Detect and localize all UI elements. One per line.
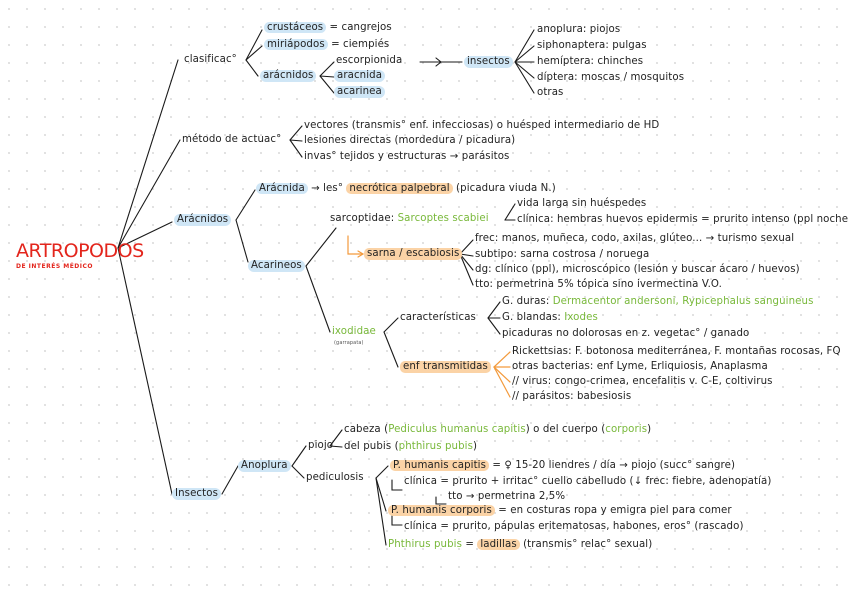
aracnidos-class: arácnidos [260,70,317,82]
corporis-item: P. humanis corporis = en costuras ropa y… [388,505,732,517]
g-duras-species: Dermacentor andersoni, Rypicephalus sang… [552,296,814,307]
necrotica-highlight: necrótica palpebral [346,183,453,194]
crustaceos-name: crustáceos [264,22,327,33]
crustaceos-item: crustáceos = cangrejos [264,22,392,34]
aracnida-item: Arácnida → les° necrótica palpebral (pic… [256,183,556,195]
insectos-label: Insectos [172,488,221,500]
insect-order-2: siphonaptera: pulgas [537,40,647,51]
piojo-pubis: del pubis (phthirus pubis) [344,441,477,453]
aracnidos-label: Arácnidos [174,214,232,226]
pubis-eq: = [462,539,478,550]
ixodidae-label: ixodidae [332,326,376,337]
acarineos-label: Acarineos [248,260,305,272]
sarcoptes-species: Sarcoptes scabiei [397,213,489,224]
sarcoptidae-vida: vida larga sin huéspedes [517,198,647,209]
enf-item-3: // virus: congo-crimea, encefalitis v. C… [512,376,773,387]
insect-order-3: hemíptera: chinches [537,56,644,67]
ladillas-highlight: ladillas [477,539,520,550]
enf-item-1: Rickettsias: F. botonosa mediterránea, F… [512,346,841,357]
piojo-label: piojo [308,440,334,451]
capitis-clinica: clínica = prurito + irritac° cuello cabe… [404,476,772,487]
sarna-item-3: dg: clínico (ppl), microscópico (lesión … [475,264,800,275]
escorpionida: escorpionida [336,55,403,66]
corporis-clinica: clínica = prurito, pápulas eritematosas,… [404,521,744,532]
corporis-rest: = en costuras ropa y emigra piel para co… [494,505,732,516]
metodo-item-2: lesiones directas (mordedura / picadura) [304,135,516,146]
sarcoptidae-item: sarcoptidae: Sarcoptes scabiei [330,213,489,225]
sarcoptidae-label: sarcoptidae: [330,213,398,224]
pubis-rest: (transmis° relac° sexual) [519,539,653,550]
g-duras-label: G. duras: [502,296,553,307]
sarna-label: sarna / escabiosis [364,248,463,260]
sarna-item-1: frec: manos, muñeca, codo, axilas, glúte… [475,233,795,244]
pubis-item: Phthirus pubis = ladillas (transmis° rel… [388,539,652,551]
aracnida-name: Arácnida [256,183,308,194]
g-blandas-label: G. blandas: [502,312,565,323]
sarna-item-2: subtipo: sarna costrosa / noruega [475,249,650,260]
phthirus-species: phthirus pubis [398,441,473,452]
cabeza-mid: ) o del cuerpo ( [525,424,606,435]
enf-item-2: otras bacterias: enf Lyme, Erliquiosis, … [512,361,768,372]
sarna-item-4: tto: permetrina 5% tópica sino ivermecti… [475,279,722,290]
title-sub: DE INTERÉS MÉDICO [16,263,94,270]
metodo-item-1: vectores (transmis° enf. infecciosas) o … [304,120,660,131]
capitis-item: P. humanis capitis = ♀ 15-20 liendres / … [390,460,735,472]
pubis-pre: del pubis ( [344,441,399,452]
metodo-label: método de actuac° [182,134,282,145]
crustaceos-rest: = cangrejos [326,22,392,33]
aracnida-rest: (picadura viuda N.) [452,183,556,194]
miriapodos-name: miriápodos [264,39,328,50]
pediculosis-label: pediculosis [306,472,364,483]
insectos-class: insectos [464,56,513,68]
caracteristicas-label: características [400,312,476,323]
picaduras-item: picaduras no dolorosas en z. vegetac° / … [502,328,750,339]
corporis-name: P. humanis corporis [388,505,495,516]
piojo-cabeza: cabeza (Pediculus humanus capitis) o del… [344,424,651,436]
capitis-name: P. humanis capitis [390,460,490,471]
insect-order-4: díptera: moscas / mosquitos [537,72,685,83]
capitis-rest: = ♀ 15-20 liendres / día → piojo (succ° … [489,460,736,471]
aracnida-class: aracnida [334,70,386,82]
cabeza-pre: cabeza ( [344,424,389,435]
miriapodos-item: miriápodos = ciempiés [264,39,389,51]
cabeza-post: ) [647,424,652,435]
corporis-word: corporis [605,424,648,435]
capitis-species: Pediculus humanus capitis [388,424,526,435]
clasificacion-label: clasificac° [184,54,237,65]
g-blandas-species: Ixodes [564,312,598,323]
anoplura-label: Anoplura [238,460,291,472]
g-blandas-item: G. blandas: Ixodes [502,312,598,324]
miriapodos-rest: = ciempiés [327,39,390,50]
g-duras-item: G. duras: Dermacentor andersoni, Rypicep… [502,296,813,308]
aracnida-arrow: → les° [307,183,347,194]
enf-item-4: // parásitos: babesiosis [512,391,632,402]
ixodidae-note: (garrapata) [334,340,364,346]
pubis-post: ) [472,441,478,452]
insect-order-5: otras [537,87,564,98]
title-main: ARTROPODOS [16,240,144,262]
acarinea-class: acarinea [334,86,385,98]
sarcoptidae-clinica: clínica: hembras huevos epidermis = prur… [517,214,848,225]
insect-order-1: anoplura: piojos [537,24,621,35]
pubis-name: Phthirus pubis [388,539,463,550]
capitis-tto: tto → permetrina 2,5% [448,491,566,502]
metodo-item-3: invas° tejidos y estructuras → parásitos [304,151,510,162]
enf-transmitidas-label: enf transmitidas [400,361,491,373]
